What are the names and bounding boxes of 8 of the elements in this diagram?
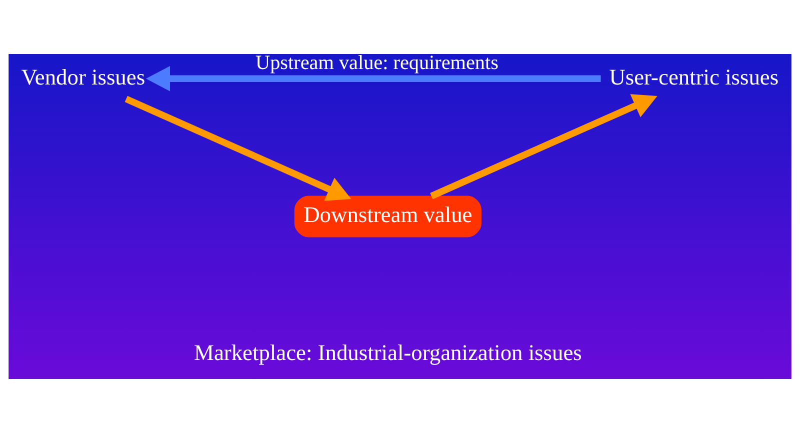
node-text: Vendor issues [21,64,146,89]
label: Marketplace: Industrial-organization issues [194,339,582,364]
arrow [124,95,352,200]
arrow [430,94,658,199]
node-box: Downstream value [294,195,482,237]
arrow [146,66,601,91]
node-text: User-centric issues [609,64,779,89]
edge-label: Upstream value: requirements [256,52,498,74]
